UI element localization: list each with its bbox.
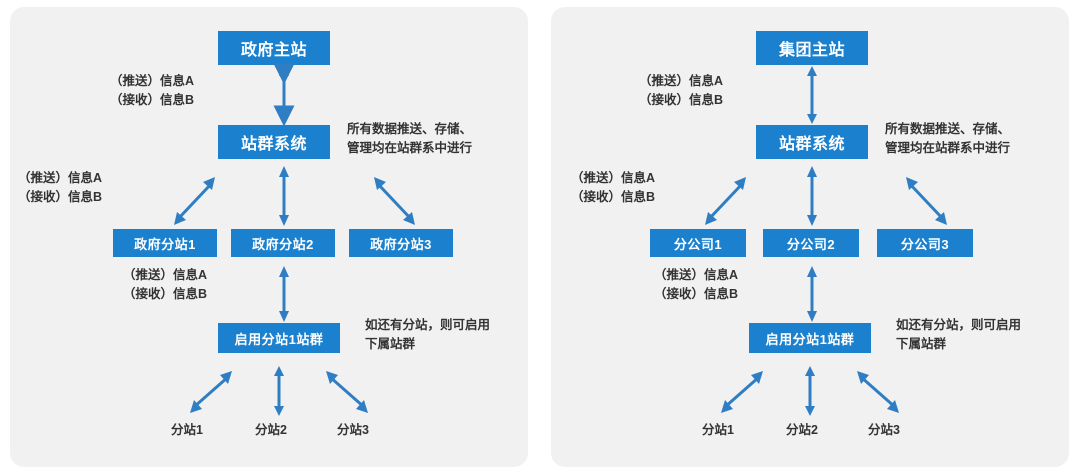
panel-group: 集团主站 （推送）信息A （接收）信息B 站群系统 所有数据推送、存储、管理均在站… bbox=[551, 7, 1069, 467]
note-line1: 所有数据推送、存储、 bbox=[885, 122, 1011, 136]
note-storage-group: 所有数据推送、存储、管理均在站群系中进行 bbox=[885, 120, 1010, 158]
flow-label-top-government: （推送）信息A （接收）信息B bbox=[110, 72, 194, 110]
node-main-site-group[interactable]: 集团主站 bbox=[756, 31, 868, 65]
flow-label-low-government: （推送）信息A （接收）信息B bbox=[123, 266, 207, 304]
arrow-subcluster-to-leaf2-vertical bbox=[805, 366, 815, 416]
flow-label-line2: （接收）信息B bbox=[639, 93, 724, 107]
flow-label-mid-group: （推送）信息A （接收）信息B bbox=[571, 169, 655, 207]
arrow-system-to-branch2-vertical bbox=[807, 166, 817, 226]
note-line1: 所有数据推送、存储、 bbox=[347, 122, 473, 136]
node-branch3-group[interactable]: 分公司3 bbox=[877, 229, 973, 257]
arrow-branch2-to-subcluster-vertical bbox=[279, 266, 289, 322]
arrow-subcluster-to-leaf1-diagonal bbox=[721, 371, 763, 413]
arrow-system-to-branch1-diagonal bbox=[705, 177, 746, 225]
arrow-system-to-branch3-diagonal bbox=[374, 177, 415, 225]
flow-label-line2: （接收）信息B bbox=[571, 190, 656, 204]
node-branch1-government[interactable]: 政府分站1 bbox=[113, 229, 217, 257]
note-line2: 下属站群 bbox=[365, 337, 416, 351]
note-sub-cluster-government: 如还有分站，则可启用下属站群 bbox=[365, 316, 490, 354]
node-site-cluster-system-government[interactable]: 站群系统 bbox=[218, 125, 330, 159]
arrow-branch2-to-subcluster-vertical bbox=[807, 266, 817, 322]
note-line2: 下属站群 bbox=[896, 337, 947, 351]
arrow-system-to-branch1-diagonal bbox=[174, 177, 215, 225]
flow-label-mid-government: （推送）信息A （接收）信息B bbox=[18, 169, 102, 207]
leaf-label-3-government: 分站3 bbox=[337, 423, 369, 437]
arrow-subcluster-to-leaf1-diagonal bbox=[190, 371, 232, 413]
leaf-label-2-group: 分站2 bbox=[786, 423, 818, 437]
flow-label-line2: （接收）信息B bbox=[18, 190, 103, 204]
note-line2: 管理均在站群系中进行 bbox=[885, 141, 1011, 155]
arrow-subcluster-to-leaf3-diagonal bbox=[326, 371, 368, 413]
node-branch3-government[interactable]: 政府分站3 bbox=[349, 229, 453, 257]
flow-label-top-group: （推送）信息A （接收）信息B bbox=[639, 72, 723, 110]
arrow-system-to-branch3-diagonal bbox=[906, 177, 947, 225]
leaf-label-3-group: 分站3 bbox=[868, 423, 900, 437]
flow-label-line1: （推送）信息A bbox=[123, 268, 208, 282]
note-sub-cluster-group: 如还有分站，则可启用下属站群 bbox=[896, 316, 1021, 354]
node-branch2-group[interactable]: 分公司2 bbox=[763, 229, 859, 257]
arrow-system-to-branch2-vertical bbox=[279, 166, 289, 226]
arrow-main-to-system-vertical bbox=[807, 66, 817, 124]
node-sub-cluster-group[interactable]: 启用分站1站群 bbox=[749, 323, 871, 353]
flow-label-line2: （接收）信息B bbox=[110, 93, 195, 107]
arrow-main-to-system-vertical bbox=[273, 63, 295, 127]
node-branch1-group[interactable]: 分公司1 bbox=[650, 229, 746, 257]
flow-label-line1: （推送）信息A bbox=[639, 74, 724, 88]
arrow-subcluster-to-leaf3-diagonal bbox=[857, 371, 899, 413]
flow-label-low-group: （推送）信息A （接收）信息B bbox=[654, 266, 738, 304]
leaf-label-1-government: 分站1 bbox=[171, 423, 203, 437]
leaf-label-1-group: 分站1 bbox=[702, 423, 734, 437]
flow-label-line2: （接收）信息B bbox=[123, 287, 208, 301]
arrow-subcluster-to-leaf2-vertical bbox=[274, 366, 284, 416]
leaf-label-2-government: 分站2 bbox=[255, 423, 287, 437]
note-line1: 如还有分站，则可启用 bbox=[896, 318, 1022, 332]
node-main-site-government[interactable]: 政府主站 bbox=[218, 31, 330, 65]
flow-label-line1: （推送）信息A bbox=[571, 171, 656, 185]
node-branch2-government[interactable]: 政府分站2 bbox=[231, 229, 335, 257]
note-line2: 管理均在站群系中进行 bbox=[347, 141, 473, 155]
flow-label-line1: （推送）信息A bbox=[18, 171, 103, 185]
flow-label-line1: （推送）信息A bbox=[654, 268, 739, 282]
node-site-cluster-system-group[interactable]: 站群系统 bbox=[756, 125, 868, 159]
note-storage-government: 所有数据推送、存储、管理均在站群系中进行 bbox=[347, 120, 472, 158]
flow-label-line2: （接收）信息B bbox=[654, 287, 739, 301]
node-sub-cluster-government[interactable]: 启用分站1站群 bbox=[218, 323, 340, 353]
note-line1: 如还有分站，则可启用 bbox=[365, 318, 491, 332]
flow-label-line1: （推送）信息A bbox=[110, 74, 195, 88]
panel-government: 政府主站 （推送）信息A （接收）信息B 站群系统 所有数据推送、存储、管理均在站… bbox=[10, 7, 528, 467]
